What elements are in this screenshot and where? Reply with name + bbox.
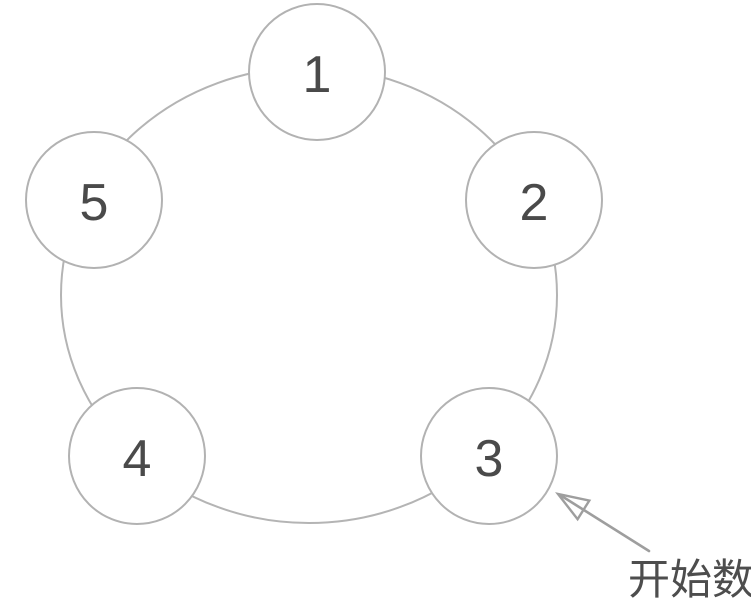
node-circle (25, 131, 163, 269)
node-3: 3 (420, 387, 558, 525)
annotation-layer: 开始数 (555, 492, 751, 603)
node-2: 2 (465, 131, 603, 269)
node-circle (68, 387, 206, 525)
node-label: 5 (80, 174, 109, 232)
node-circle (420, 387, 558, 525)
node-circle (248, 3, 386, 141)
node-label: 2 (520, 174, 549, 232)
node-1: 1 (248, 3, 386, 141)
node-label: 4 (123, 430, 152, 488)
annotation-arrowhead-icon (555, 492, 592, 522)
node-4: 4 (68, 387, 206, 525)
node-label: 1 (303, 46, 332, 104)
node-5: 5 (25, 131, 163, 269)
annotation-label: 开始数 (628, 556, 751, 603)
node-label: 3 (475, 430, 504, 488)
annotation-arrow-shaft (558, 493, 651, 553)
node-circle (465, 131, 603, 269)
nodes-layer: 1 2 3 4 5 (25, 3, 603, 525)
